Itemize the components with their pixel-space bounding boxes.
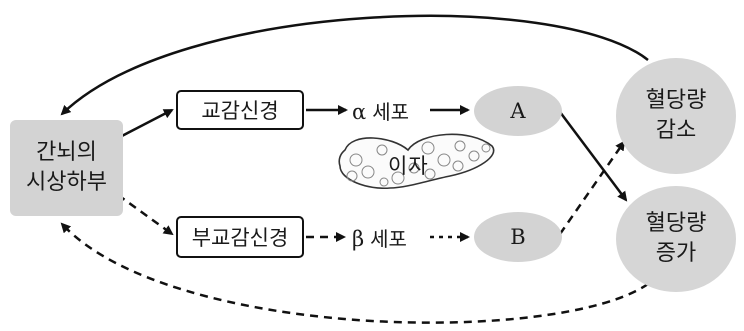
beta-cell-word: 세포 (370, 227, 407, 251)
sympathetic-nerve-label: 교감신경 (201, 99, 279, 123)
arrow-hypothalamus-to-parasympathetic (117, 193, 174, 236)
hypothalamus-line1: 간뇌의 (36, 140, 97, 165)
hypothalamus-line2: 시상하부 (26, 170, 107, 195)
glucose-decrease-line2: 감소 (655, 118, 697, 143)
hypothalamus-box: 간뇌의 시상하부 (10, 120, 123, 216)
hormone-b-label: B (510, 225, 526, 249)
pancreas-shape (338, 133, 495, 190)
beta-symbol: β (352, 227, 365, 251)
glucose-decrease-line1: 혈당량 (645, 88, 707, 113)
arrow-hypothalamus-to-sympathetic (117, 108, 174, 140)
hormone-a-ellipse: A (474, 86, 562, 136)
glucose-increase-line1: 혈당량 (645, 211, 707, 236)
hormone-a-label: A (510, 99, 526, 123)
glucose-increase-line2: 증가 (655, 241, 697, 266)
alpha-symbol: α (352, 100, 367, 124)
arrow-b-to-glucose-decrease (558, 140, 626, 235)
hormone-b-ellipse: B (474, 212, 562, 262)
parasympathetic-nerve-box: 부교감신경 (176, 216, 304, 258)
feedback-arrow-decrease-to-hypothalamus (60, 14, 649, 116)
parasympathetic-nerve-label: 부교감신경 (191, 226, 289, 250)
feedback-arrow-increase-to-hypothalamus (60, 222, 649, 324)
alpha-cell-word: 세포 (372, 100, 409, 124)
pancreas-label: 이자 (388, 154, 429, 178)
glucose-increase-circle: 혈당량 증가 (616, 186, 736, 292)
sympathetic-nerve-box: 교감신경 (176, 90, 304, 130)
arrow-a-to-glucose-increase (559, 111, 628, 202)
glucose-decrease-circle: 혈당량 감소 (616, 58, 736, 174)
